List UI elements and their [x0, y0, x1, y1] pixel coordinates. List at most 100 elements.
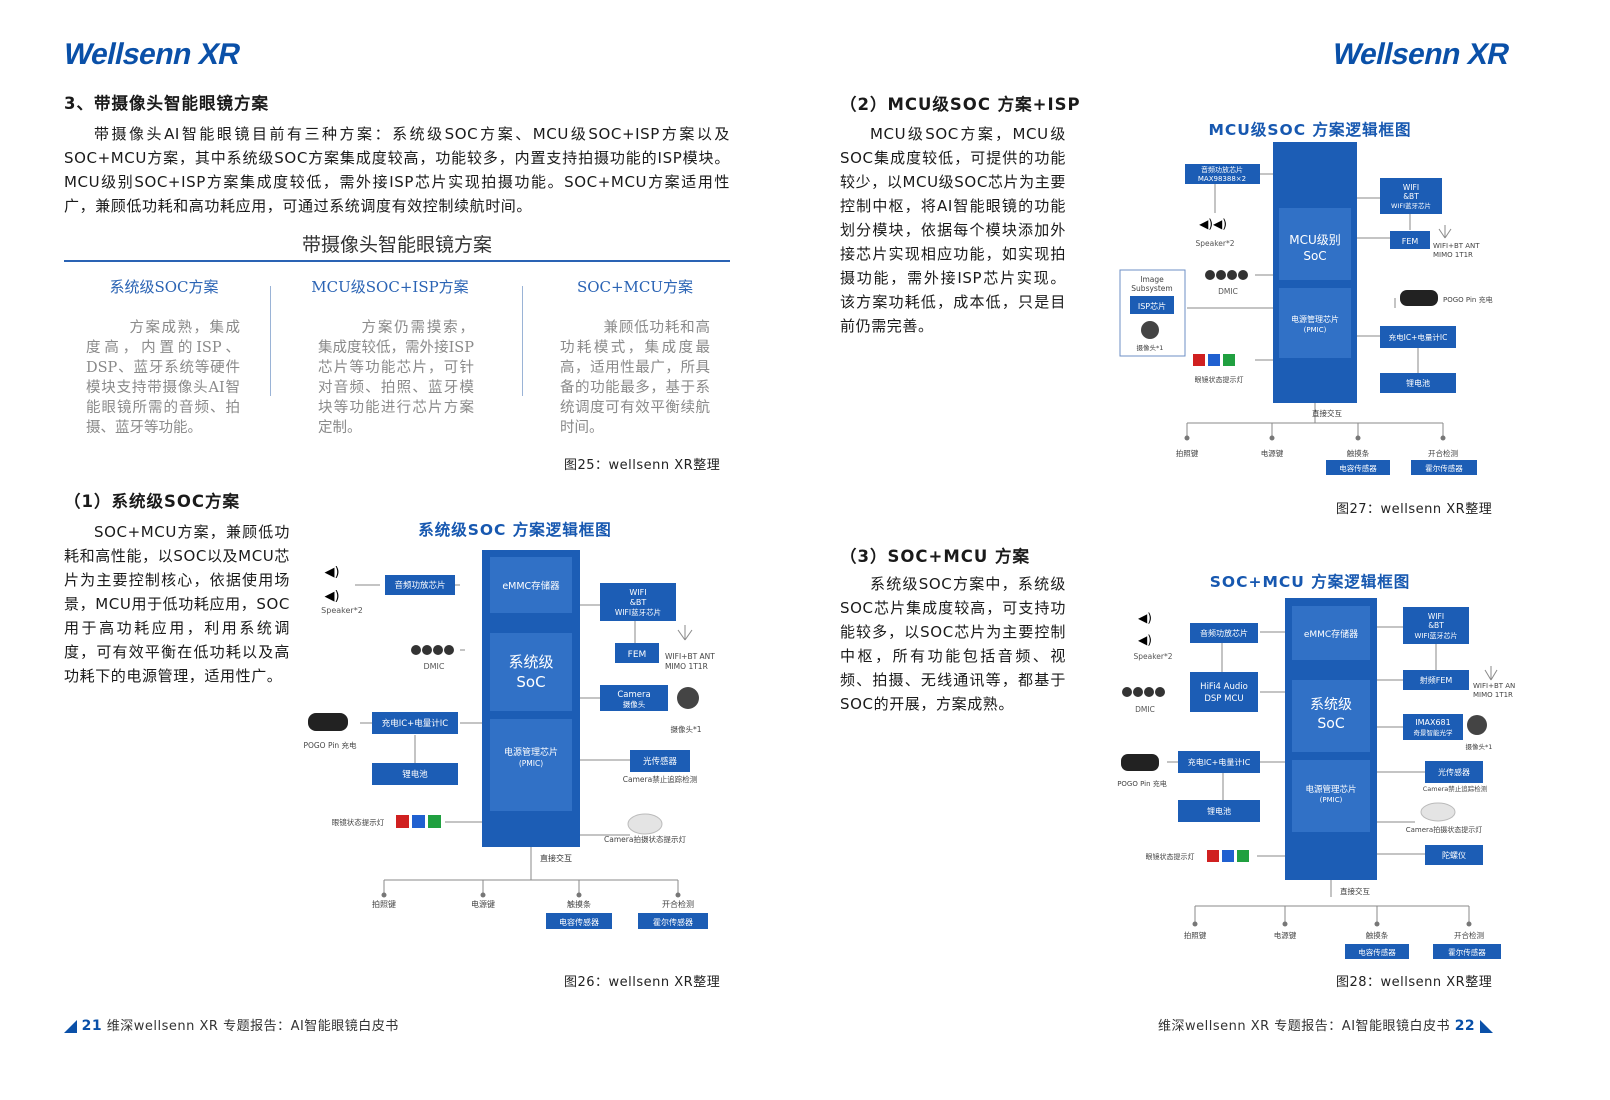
cap-sensor-label: 电容传感器 — [559, 917, 599, 927]
status-led-label: 眼镜状态提示灯 — [1195, 375, 1244, 384]
shutter-key-label: 拍照键 — [372, 899, 396, 909]
pmic-label-2: (PMIC) — [1320, 796, 1343, 804]
camera-label: Camera — [617, 690, 650, 700]
hifi-label-2: DSP MCU — [1204, 694, 1243, 704]
diagram-title: 系统级SOC 方案逻辑框图 — [418, 521, 612, 539]
wifi-label: WIFI — [1403, 183, 1419, 192]
table-divider — [270, 286, 271, 396]
table-col-body-1: 方案成熟，集成度高，内置的ISP、DSP、蓝牙系统等硬件模块支持带摄像头AI智能… — [86, 320, 240, 436]
camera-led-icon — [1420, 802, 1456, 822]
footer-text: 维深wellsenn XR 专题报告：AI智能眼镜白皮书 — [106, 1019, 399, 1034]
antenna-label: WIFI+BT ANT — [665, 652, 715, 661]
direct-interaction-label: 直接交互 — [540, 853, 572, 863]
pmic-label-2: (PMIC) — [519, 759, 543, 768]
light-sensor-sublabel: Camera禁止追踪检测 — [623, 774, 697, 784]
footer-left: 21 维深wellsenn XR 专题报告：AI智能眼镜白皮书 — [64, 1015, 399, 1034]
table-col-body-2: 方案仍需摸索，集成度较低，需外接ISP芯片等功能芯片，可针对音频、拍照、蓝牙模块… — [318, 320, 474, 436]
antenna-label: WIFI+BT ANT — [1473, 682, 1515, 690]
page-number: 22 — [1454, 1018, 1476, 1034]
led-green-icon — [1223, 354, 1235, 366]
camera-count-label: 摄像头*1 — [1137, 343, 1164, 352]
shutter-key-label: 拍照键 — [1184, 930, 1207, 940]
amp-label-2: MAX98388×2 — [1198, 175, 1246, 183]
figure-caption: 图26：wellsenn XR整理 — [564, 975, 721, 990]
page-number: 21 — [81, 1018, 103, 1034]
speaker-icon: ◀)◀) — [1199, 217, 1227, 231]
camera-led-label: Camera拍摄状态提示灯 — [604, 834, 686, 844]
table-divider — [522, 286, 523, 396]
antenna-label: WIFI+BT ANT — [1433, 242, 1480, 250]
battery-label: 锂电池 — [1207, 806, 1231, 816]
camera-led-label: Camera拍摄状态提示灯 — [1406, 825, 1482, 834]
gyro-label: 陀螺仪 — [1442, 850, 1466, 860]
subsection-paragraph: SOC+MCU方案，兼顾低功耗和高性能，以SOC以及MCU芯片为主要控制核心，依… — [64, 523, 290, 685]
direct-interaction-label: 直接交互 — [1340, 886, 1370, 896]
table-col-head-2: MCU级SOC+ISP方案 — [311, 278, 469, 296]
light-sensor-label: 光传感器 — [643, 756, 678, 767]
fold-detect-label: 开合检测 — [1428, 448, 1458, 458]
pmic-label-2: (PMIC) — [1304, 326, 1327, 334]
led-red-icon — [1207, 850, 1219, 862]
image-subsystem-label: Image — [1140, 275, 1164, 284]
figure-caption: 图28：wellsenn XR整理 — [1336, 975, 1493, 990]
speaker-icon: ◀) — [324, 589, 339, 604]
soc-mcu-block-diagram: eMMC存储器 系统级 SoC 电源管理芯片 (PMIC) 音频功放芯片 ◀) … — [1117, 598, 1515, 959]
light-sensor-label: 光传感器 — [1438, 767, 1470, 777]
camera-icon — [1141, 321, 1159, 339]
pmic-label: 电源管理芯片 — [1291, 314, 1339, 324]
rf-fem-label: 射频FEM — [1420, 675, 1453, 685]
amp-label: 音频功放芯片 — [394, 580, 445, 591]
dmic-label: DMIC — [1135, 705, 1155, 714]
emmc-label: eMMC存储器 — [502, 580, 560, 592]
battery-label: 锂电池 — [402, 769, 428, 780]
mcu-label-2: SoC — [1303, 249, 1326, 263]
led-green-icon — [428, 815, 441, 828]
soc-label-2: SoC — [516, 673, 545, 691]
camera-label-2: 摄像头 — [623, 699, 646, 709]
footer-triangle-icon — [1479, 1020, 1493, 1033]
soc-block-diagram: eMMC存储器 系统级 SoC 电源管理芯片 (PMIC) 音频功放芯片 ◀) … — [303, 550, 715, 929]
fold-detect-label: 开合检测 — [1454, 930, 1484, 940]
wifi-label: WIFI — [1428, 612, 1444, 621]
fem-label: FEM — [1402, 237, 1419, 246]
pmic-label: 电源管理芯片 — [504, 746, 558, 758]
subsection-paragraph: MCU级SOC方案，MCU级SOC集成度较低，可提供的功能较少，以MCU级SOC… — [840, 125, 1066, 335]
soc-label-2: SoC — [1317, 716, 1344, 732]
touch-bar-label: 触摸条 — [1366, 930, 1389, 940]
soc-label: 系统级 — [1310, 697, 1352, 713]
cap-sensor-label: 电容传感器 — [1358, 947, 1396, 957]
table-col-head-3: SOC+MCU方案 — [576, 278, 694, 296]
brand-logo: Wellsenn XR — [1329, 38, 1513, 71]
dmic-icon — [411, 645, 454, 655]
led-red-icon — [1193, 354, 1205, 366]
power-key-label: 电源键 — [471, 899, 495, 909]
charge-ic-label: 充电IC+电量计IC — [382, 718, 449, 729]
led-blue-icon — [1222, 850, 1234, 862]
figure-caption: 图25：wellsenn XR整理 — [564, 458, 721, 473]
camera-icon — [677, 687, 699, 709]
dmic-label: DMIC — [423, 662, 444, 671]
power-key-label: 电源键 — [1261, 448, 1284, 458]
subsection-title: （1）系统级SOC方案 — [64, 492, 240, 511]
led-green-icon — [1237, 850, 1249, 862]
mcu-label: MCU级别 — [1289, 233, 1341, 247]
wifi-label-2: &BT — [1428, 621, 1444, 630]
speaker-icon: ◀) — [324, 565, 339, 580]
antenna-label-2: MIMO 1T1R — [1433, 251, 1473, 259]
wifi-label-3: WIFI蓝牙芯片 — [615, 607, 661, 617]
amp-label: 音频功放芯片 — [1201, 165, 1243, 174]
fold-detect-label: 开合检测 — [662, 899, 694, 909]
wifi-label-2: &BT — [1403, 192, 1419, 201]
pogo-label: POGO Pin 充电 — [1443, 295, 1493, 304]
dmic-label: DMIC — [1218, 287, 1238, 296]
hall-sensor-label: 霍尔传感器 — [653, 917, 693, 927]
mcu-block-diagram: MCU级别 SoC 电源管理芯片 (PMIC) 音频功放芯片 MAX98388×… — [1119, 142, 1493, 475]
pogo-pin-icon — [1121, 754, 1159, 771]
direct-interaction-label: 直接交互 — [1312, 408, 1342, 418]
touch-bar-label: 触摸条 — [1347, 448, 1370, 458]
figure-caption: 图27：wellsenn XR整理 — [1336, 502, 1493, 517]
diagram-title: MCU级SOC 方案逻辑框图 — [1208, 121, 1412, 139]
status-led-label: 眼镜状态提示灯 — [332, 817, 385, 827]
hifi-label: HiFi4 Audio — [1200, 682, 1248, 692]
fem-label: FEM — [628, 650, 647, 660]
